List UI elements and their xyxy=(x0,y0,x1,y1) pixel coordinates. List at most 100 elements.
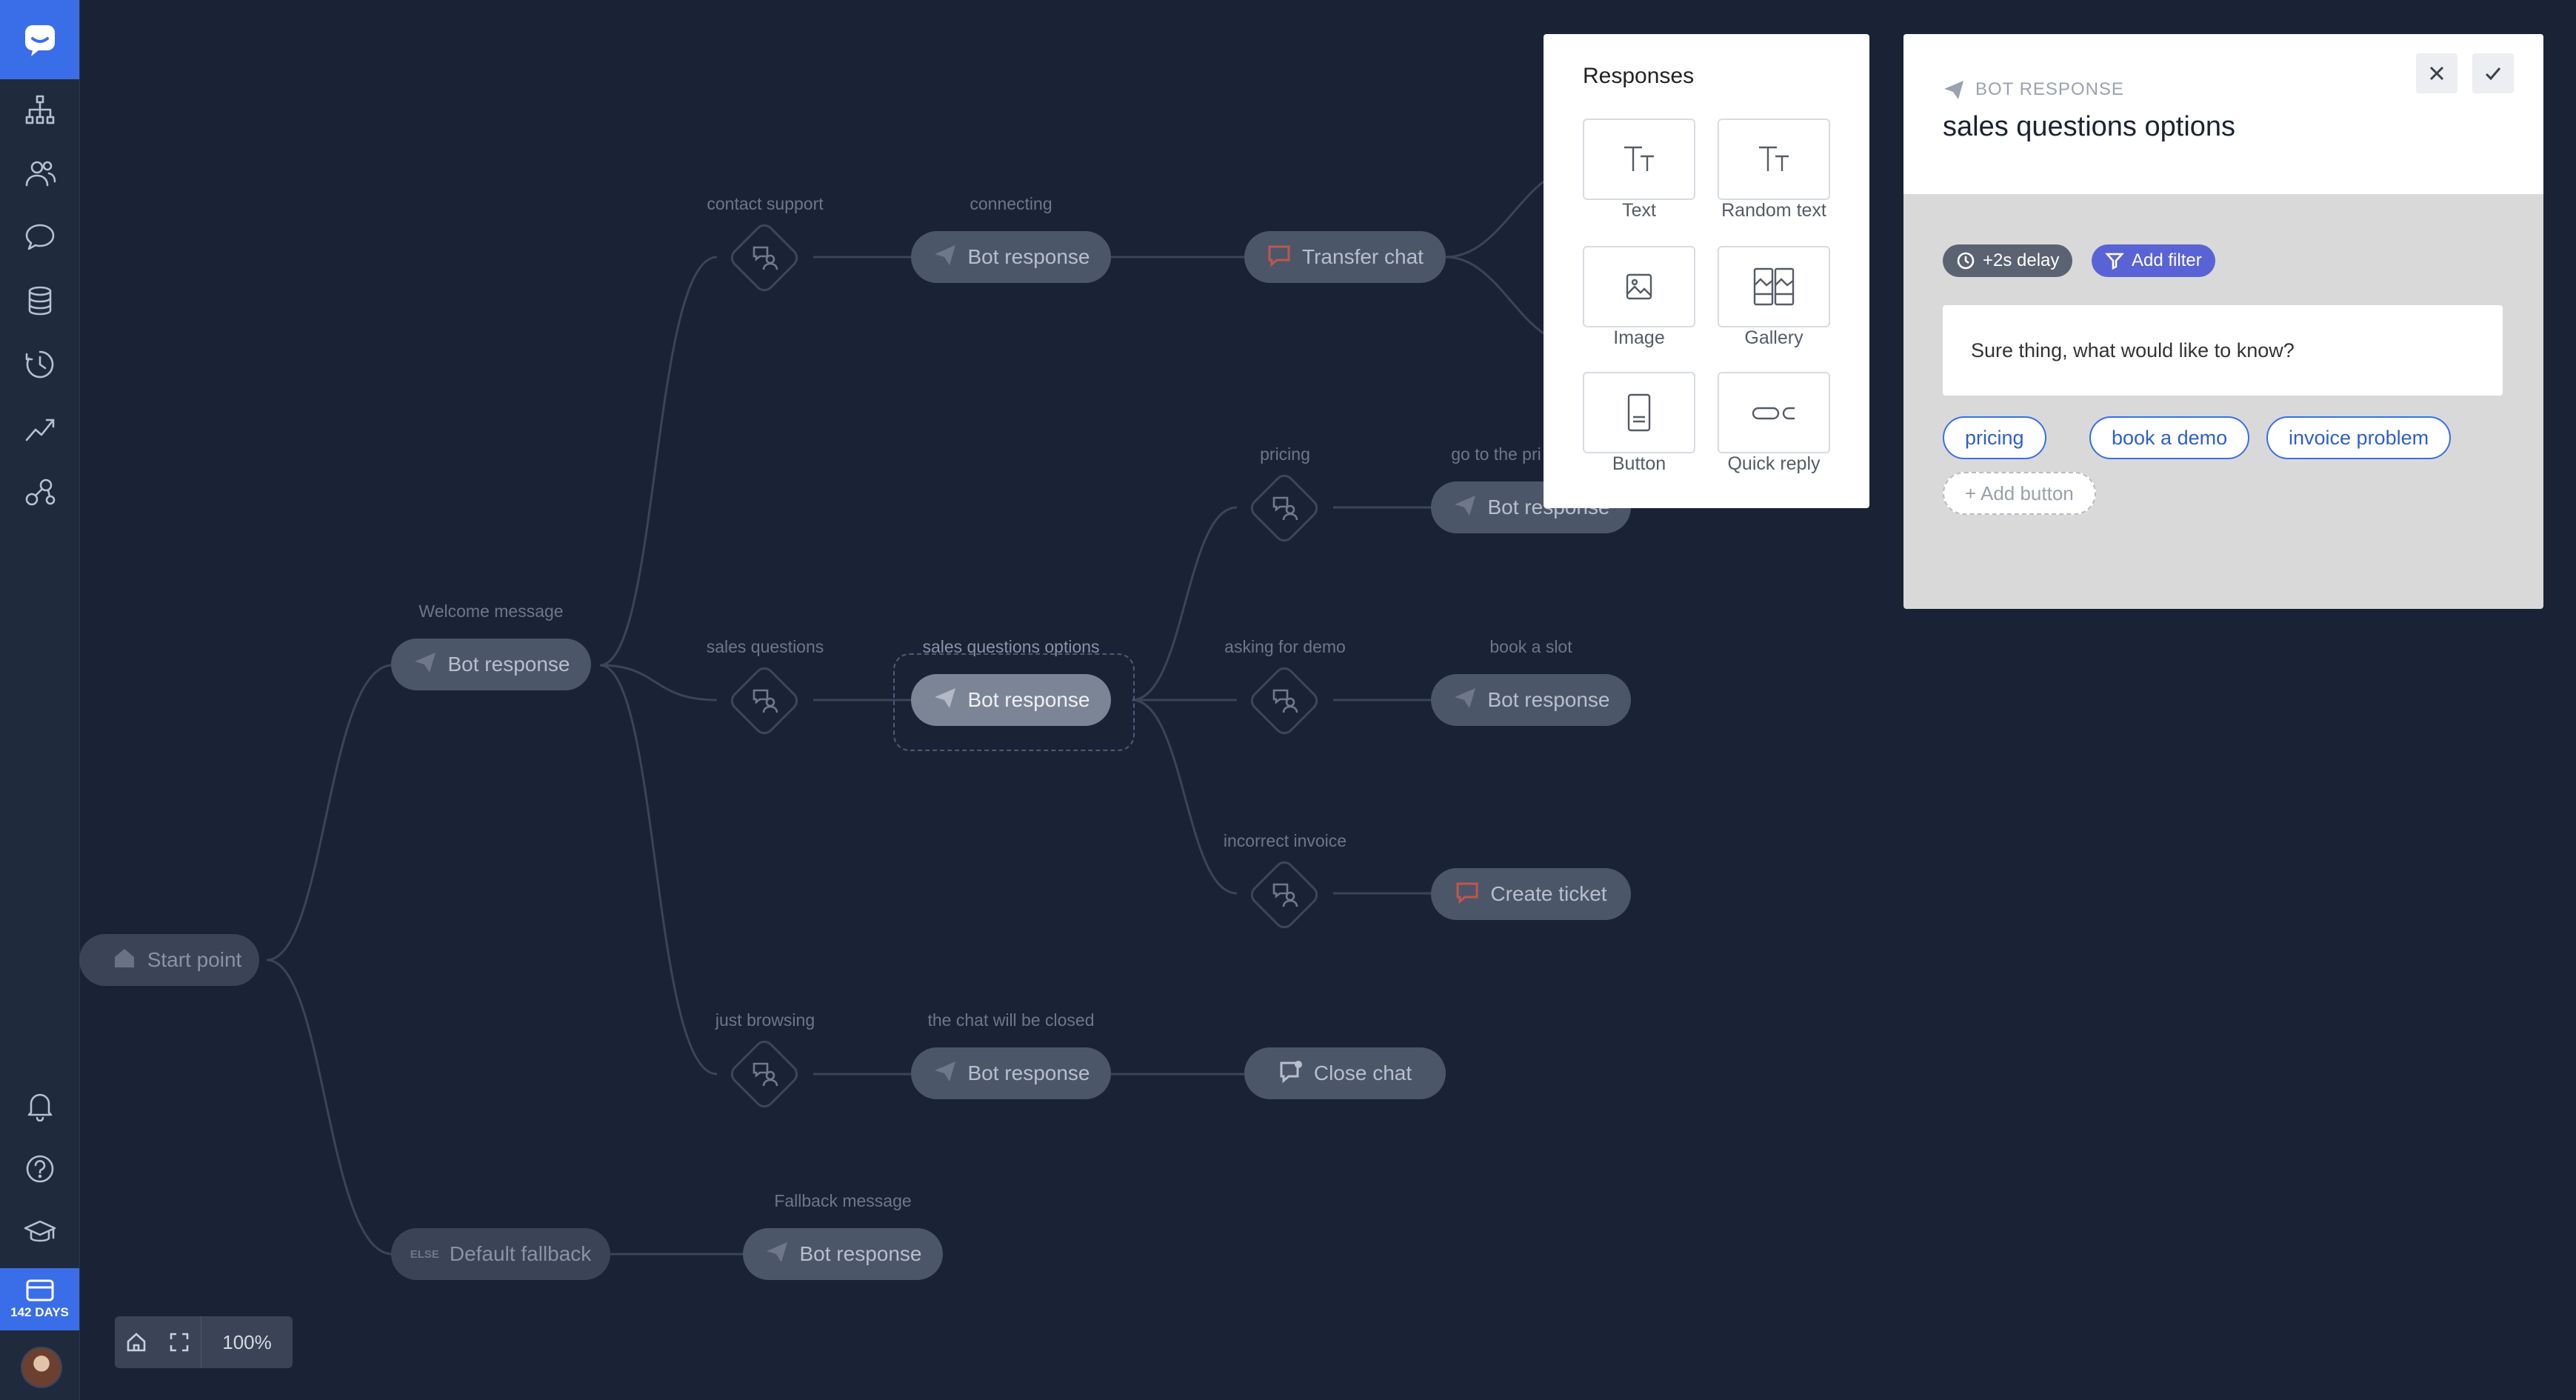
help-icon[interactable] xyxy=(21,1150,59,1188)
home-view-icon[interactable] xyxy=(115,1316,158,1368)
delay-label: +2s delay xyxy=(1983,250,2060,270)
selected-node-frame xyxy=(893,653,1135,751)
tile-caption: Random text xyxy=(1721,200,1826,221)
node-label: Default fallback xyxy=(449,1242,592,1265)
text-icon xyxy=(1624,146,1654,171)
check-icon xyxy=(2485,67,2501,81)
send-icon xyxy=(932,242,958,273)
close-button[interactable] xyxy=(2416,53,2457,93)
response-image-tile[interactable] xyxy=(1583,246,1695,327)
node-caption: the chat will be closed xyxy=(927,1010,1095,1030)
response-random-text-tile[interactable] xyxy=(1718,119,1830,200)
tile-caption: Image xyxy=(1613,327,1665,348)
kicker-label: BOT RESPONSE xyxy=(1975,79,2124,99)
branch-caption: pricing xyxy=(1260,444,1310,464)
response-button-tile[interactable] xyxy=(1583,372,1695,453)
sales-options-bot-response-node[interactable]: Bot response xyxy=(911,674,1111,726)
add-button[interactable]: + Add button xyxy=(1943,472,2096,515)
close-icon xyxy=(2429,66,2444,81)
node-caption: sales questions options xyxy=(922,637,1100,656)
node-label: Start point xyxy=(147,948,242,971)
response-quick-reply-tile[interactable] xyxy=(1718,372,1830,453)
user-message-icon xyxy=(753,246,778,270)
avatar[interactable] xyxy=(21,1347,62,1388)
user-message-icon xyxy=(753,1062,778,1087)
clock-icon xyxy=(1957,252,1975,270)
welcome-bot-response-node[interactable]: Bot response xyxy=(391,639,591,690)
default-fallback-node[interactable]: ELSE Default fallback xyxy=(391,1228,610,1280)
user-input-diamond[interactable] xyxy=(1247,470,1322,546)
branch-caption: incorrect invoice xyxy=(1223,831,1347,850)
send-icon xyxy=(764,1239,790,1270)
filter-label: Add filter xyxy=(2132,250,2202,270)
node-label: Bot response xyxy=(799,1242,922,1265)
billing-icon xyxy=(26,1279,53,1301)
editor-title[interactable]: sales questions options xyxy=(1943,111,2236,142)
quick-button-book-demo[interactable]: book a demo xyxy=(2089,416,2250,459)
home-icon xyxy=(112,945,137,976)
confirm-button[interactable] xyxy=(2472,53,2514,93)
academy-icon[interactable] xyxy=(21,1213,59,1252)
integrations-icon[interactable] xyxy=(21,473,59,511)
send-icon xyxy=(932,1059,958,1089)
chat-logo-icon[interactable] xyxy=(0,0,79,79)
filter-icon xyxy=(2105,253,2124,270)
response-text-tile[interactable] xyxy=(1583,119,1695,200)
transfer-chat-node[interactable]: Transfer chat xyxy=(1244,231,1446,283)
tile-caption: Text xyxy=(1622,200,1656,221)
start-point-node[interactable]: Start point xyxy=(79,934,259,986)
editor-header: BOT RESPONSE sales questions options xyxy=(1903,34,2543,194)
trial-badge[interactable]: 142 DAYS xyxy=(0,1268,79,1330)
node-caption: connecting xyxy=(970,194,1052,213)
user-input-diamond[interactable] xyxy=(727,220,802,296)
node-label: Close chat xyxy=(1313,1061,1412,1084)
book-slot-bot-response-node[interactable]: Bot response xyxy=(1431,674,1631,726)
close-chat-node[interactable]: Close chat xyxy=(1244,1047,1446,1099)
response-gallery-tile[interactable] xyxy=(1718,246,1830,327)
button-icon xyxy=(1627,393,1651,432)
user-input-diamond[interactable] xyxy=(727,663,802,739)
user-message-icon xyxy=(1272,496,1298,521)
user-input-diamond[interactable] xyxy=(1247,857,1322,933)
node-label: Bot response xyxy=(967,245,1090,268)
random-text-icon xyxy=(1759,146,1789,171)
user-input-diamond[interactable] xyxy=(1247,663,1322,739)
flow-icon[interactable] xyxy=(21,90,59,129)
node-label: Bot response xyxy=(967,688,1090,711)
send-icon xyxy=(413,650,438,680)
database-icon[interactable] xyxy=(21,281,59,320)
send-icon xyxy=(1452,685,1478,716)
chat-bubble-icon[interactable] xyxy=(21,218,59,256)
add-filter-button[interactable]: Add filter xyxy=(2092,244,2215,277)
user-input-diamond[interactable] xyxy=(727,1036,802,1112)
send-icon xyxy=(1452,493,1478,523)
connecting-bot-response-node[interactable]: Bot response xyxy=(911,231,1111,283)
user-message-icon xyxy=(753,689,778,713)
audience-icon[interactable] xyxy=(21,154,59,193)
zoom-toolbar: 100% xyxy=(115,1316,293,1368)
message-bubble[interactable]: Sure thing, what would like to know? xyxy=(1943,305,2503,396)
tile-caption: Quick reply xyxy=(1727,453,1821,474)
branch-caption: contact support xyxy=(707,194,824,213)
zoom-level[interactable]: 100% xyxy=(201,1316,293,1368)
node-caption: book a slot xyxy=(1489,637,1572,656)
bell-icon[interactable] xyxy=(21,1086,59,1124)
analytics-icon[interactable] xyxy=(21,409,59,447)
closing-bot-response-node[interactable]: Bot response xyxy=(911,1047,1111,1099)
tile-caption: Button xyxy=(1612,453,1666,474)
bot-response-editor: BOT RESPONSE sales questions options +2s… xyxy=(1903,34,2543,609)
quick-reply-icon xyxy=(1752,407,1795,420)
node-caption: Welcome message xyxy=(418,601,564,621)
trial-days-label: 142 DAYS xyxy=(10,1305,69,1319)
quick-button-invoice-problem[interactable]: invoice problem xyxy=(2266,416,2452,459)
responses-panel: Responses Text Random text Image Gallery… xyxy=(1544,34,1869,508)
delay-chip[interactable]: +2s delay xyxy=(1943,244,2073,277)
branch-caption: asking for demo xyxy=(1224,637,1346,656)
gallery-icon xyxy=(1753,267,1795,306)
fullscreen-icon[interactable] xyxy=(158,1316,201,1368)
quick-button-pricing[interactable]: pricing xyxy=(1943,416,2046,459)
history-icon[interactable] xyxy=(21,345,59,384)
node-label: Bot response xyxy=(967,1061,1090,1084)
fallback-bot-response-node[interactable]: Bot response xyxy=(743,1228,943,1280)
create-ticket-node[interactable]: Create ticket xyxy=(1431,868,1631,920)
